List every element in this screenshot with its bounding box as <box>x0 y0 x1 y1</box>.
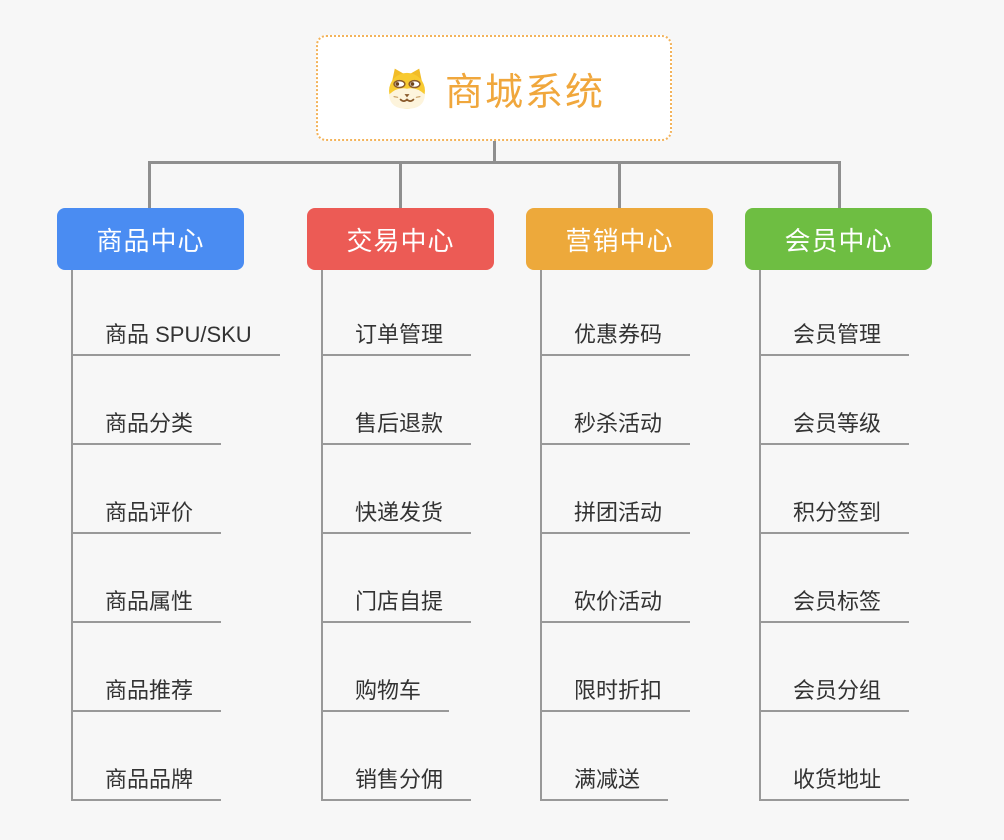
topic-item[interactable]: 售后退款 <box>321 401 472 445</box>
topic-item[interactable]: 商品属性 <box>71 579 222 623</box>
topic-item[interactable]: 收货地址 <box>759 757 910 801</box>
topic-item[interactable]: 会员管理 <box>759 312 910 356</box>
topic-item[interactable]: 订单管理 <box>321 312 472 356</box>
topic-item[interactable]: 商品 SPU/SKU <box>71 312 280 356</box>
branch-member-center[interactable]: 会员中心 <box>745 208 932 270</box>
connector-drop-branch-4 <box>838 161 841 208</box>
spine-branch-4 <box>759 270 761 801</box>
topic-item[interactable]: 优惠券码 <box>540 312 691 356</box>
topic-item[interactable]: 商品评价 <box>71 490 222 534</box>
connector-drop-branch-3 <box>618 161 621 208</box>
topic-item[interactable]: 秒杀活动 <box>540 401 691 445</box>
connector-drop-branch-1 <box>148 161 151 208</box>
topic-item[interactable]: 销售分佣 <box>321 757 472 801</box>
topic-item[interactable]: 快递发货 <box>321 490 472 534</box>
spine-branch-3 <box>540 270 542 801</box>
topic-item[interactable]: 会员分组 <box>759 668 910 712</box>
topic-item[interactable]: 会员标签 <box>759 579 910 623</box>
branch-marketing-center[interactable]: 营销中心 <box>526 208 713 270</box>
topic-item[interactable]: 商品推荐 <box>71 668 222 712</box>
spine-branch-2 <box>321 270 323 801</box>
topic-item[interactable]: 商品分类 <box>71 401 222 445</box>
topic-item[interactable]: 会员等级 <box>759 401 910 445</box>
topic-item[interactable]: 满减送 <box>540 757 669 801</box>
connector-bus <box>148 161 841 164</box>
spine-branch-1 <box>71 270 73 801</box>
topic-item[interactable]: 砍价活动 <box>540 579 691 623</box>
topic-item[interactable]: 积分签到 <box>759 490 910 534</box>
branch-trade-center[interactable]: 交易中心 <box>307 208 494 270</box>
root-topic[interactable]: 商城系统 <box>316 35 672 141</box>
topic-item[interactable]: 商品品牌 <box>71 757 222 801</box>
branch-product-center[interactable]: 商品中心 <box>57 208 244 270</box>
topic-item[interactable]: 拼团活动 <box>540 490 691 534</box>
connector-root-drop <box>493 141 496 164</box>
root-title: 商城系统 <box>444 71 605 114</box>
topic-item[interactable]: 门店自提 <box>321 579 472 623</box>
dog-face-icon <box>383 65 431 111</box>
topic-item[interactable]: 购物车 <box>321 668 450 712</box>
topic-item[interactable]: 限时折扣 <box>540 668 691 712</box>
connector-drop-branch-2 <box>399 161 402 208</box>
